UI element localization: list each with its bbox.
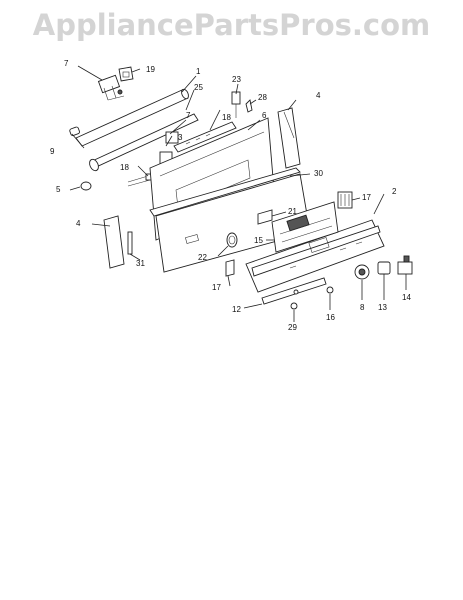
part-block-17a[interactable] [337, 191, 353, 209]
part-control-panel-2[interactable] [245, 219, 385, 293]
callout-1: 1 [196, 67, 201, 76]
part-display-board-15[interactable] [271, 201, 339, 253]
part-panel-30[interactable] [149, 167, 311, 273]
leader-lines [69, 65, 407, 322]
part-bracket-18b[interactable] [173, 121, 237, 153]
callout-28: 28 [258, 93, 267, 102]
callout-17: 17 [212, 283, 221, 292]
part-bracket-21[interactable] [257, 209, 273, 225]
callout-17: 17 [362, 193, 371, 202]
callout-3: 3 [178, 133, 183, 142]
callout-12: 12 [232, 305, 241, 314]
callout-25: 25 [194, 83, 203, 92]
part-button-13[interactable] [377, 261, 391, 275]
part-switch-19[interactable] [118, 66, 134, 82]
callout-7: 7 [186, 111, 191, 120]
part-knob-8[interactable] [354, 264, 370, 280]
part-switch-7[interactable] [97, 74, 125, 101]
part-strip-31[interactable] [127, 231, 133, 255]
callout-16: 16 [326, 313, 335, 322]
callout-19: 19 [146, 65, 155, 74]
part-spring-22[interactable] [226, 232, 238, 248]
part-grommet-5[interactable] [80, 181, 92, 191]
callout-18: 18 [222, 113, 231, 122]
callout-6: 6 [262, 111, 267, 120]
callout-22: 22 [198, 253, 207, 262]
callout-4: 4 [316, 91, 321, 100]
part-cylinder-23[interactable] [231, 91, 241, 118]
part-bracket-12[interactable] [261, 277, 327, 305]
part-clip-17b[interactable] [225, 259, 235, 277]
callout-15: 15 [254, 236, 263, 245]
part-tube-25[interactable] [88, 113, 199, 172]
callout-14: 14 [402, 293, 411, 302]
watermark: AppliancePartsPros.com [32, 8, 431, 42]
callout-4: 4 [76, 219, 81, 228]
callout-23: 23 [232, 75, 241, 84]
callout-9: 9 [50, 147, 55, 156]
callout-21: 21 [288, 207, 297, 216]
part-switch-14[interactable] [397, 255, 413, 275]
part-grommet-16[interactable] [326, 286, 334, 294]
callout-13: 13 [378, 303, 387, 312]
callout-labels: 7 19 1 25 7 3 9 5 18 18 23 28 6 4 4 31 3… [50, 59, 411, 332]
part-endcap-4a[interactable] [277, 107, 301, 169]
callout-8: 8 [360, 303, 365, 312]
callout-29: 29 [288, 323, 297, 332]
part-clip-28[interactable] [245, 99, 253, 113]
callout-30: 30 [314, 169, 323, 178]
part-knob-9[interactable] [69, 126, 80, 137]
callout-5: 5 [56, 185, 61, 194]
part-wire-18a[interactable] [127, 173, 155, 187]
part-screw-29[interactable] [290, 302, 298, 310]
callout-18: 18 [120, 163, 129, 172]
callout-31: 31 [136, 259, 145, 268]
part-endcap-4b[interactable] [103, 215, 125, 269]
callout-2: 2 [392, 187, 397, 196]
callout-7: 7 [64, 59, 69, 68]
